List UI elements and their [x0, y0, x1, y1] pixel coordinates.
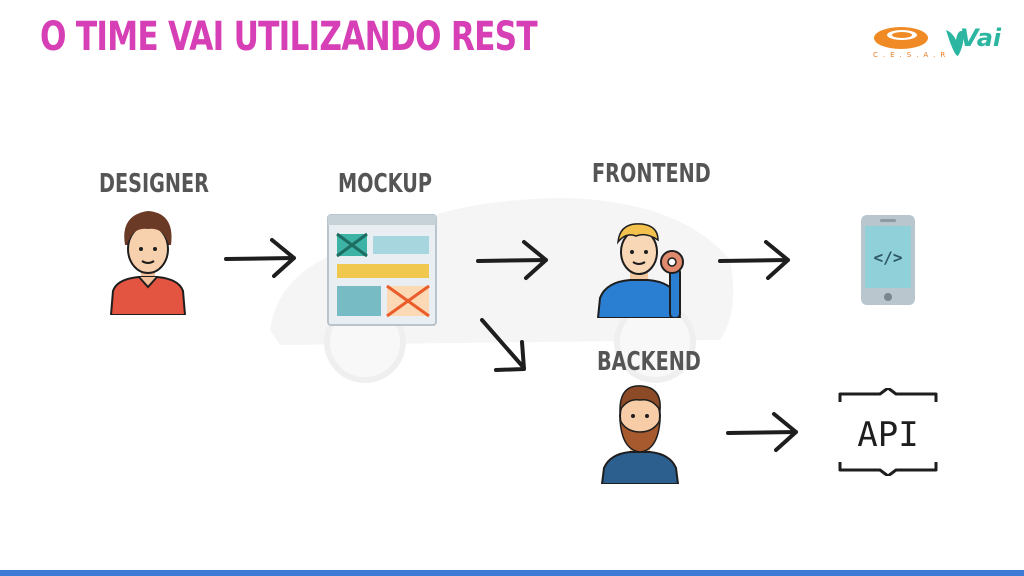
arrow-mockup-to-backend — [480, 318, 526, 372]
cesar-logo-icon — [874, 27, 928, 49]
bottom-accent-bar — [0, 570, 1024, 576]
label-backend: BACKEND — [597, 347, 701, 377]
designer-avatar-icon — [109, 211, 187, 315]
arrow-backend-to-api — [726, 412, 798, 452]
mobile-phone-icon: </> — [861, 215, 915, 305]
frontend-avatar-icon — [596, 223, 684, 318]
mockup-wireframe-icon — [327, 214, 437, 326]
cesar-logo-text: C.E.S.A.R — [873, 51, 951, 59]
arrow-mockup-to-frontend — [476, 240, 548, 280]
vai-logo-icon — [946, 30, 964, 56]
code-symbol-icon: </> — [874, 248, 903, 267]
api-text: API — [857, 415, 918, 455]
vai-logo-text: Vai — [960, 24, 1002, 52]
arrow-designer-to-mockup — [224, 238, 296, 278]
slide-title: O TIME VAI UTILIZANDO REST — [40, 14, 538, 60]
label-frontend: FRONTEND — [592, 159, 711, 189]
api-icon: API — [838, 388, 938, 476]
backend-avatar-icon — [600, 385, 680, 484]
label-designer: DESIGNER — [99, 169, 209, 199]
label-mockup: MOCKUP — [338, 169, 432, 199]
arrow-frontend-to-mobile — [718, 240, 790, 280]
